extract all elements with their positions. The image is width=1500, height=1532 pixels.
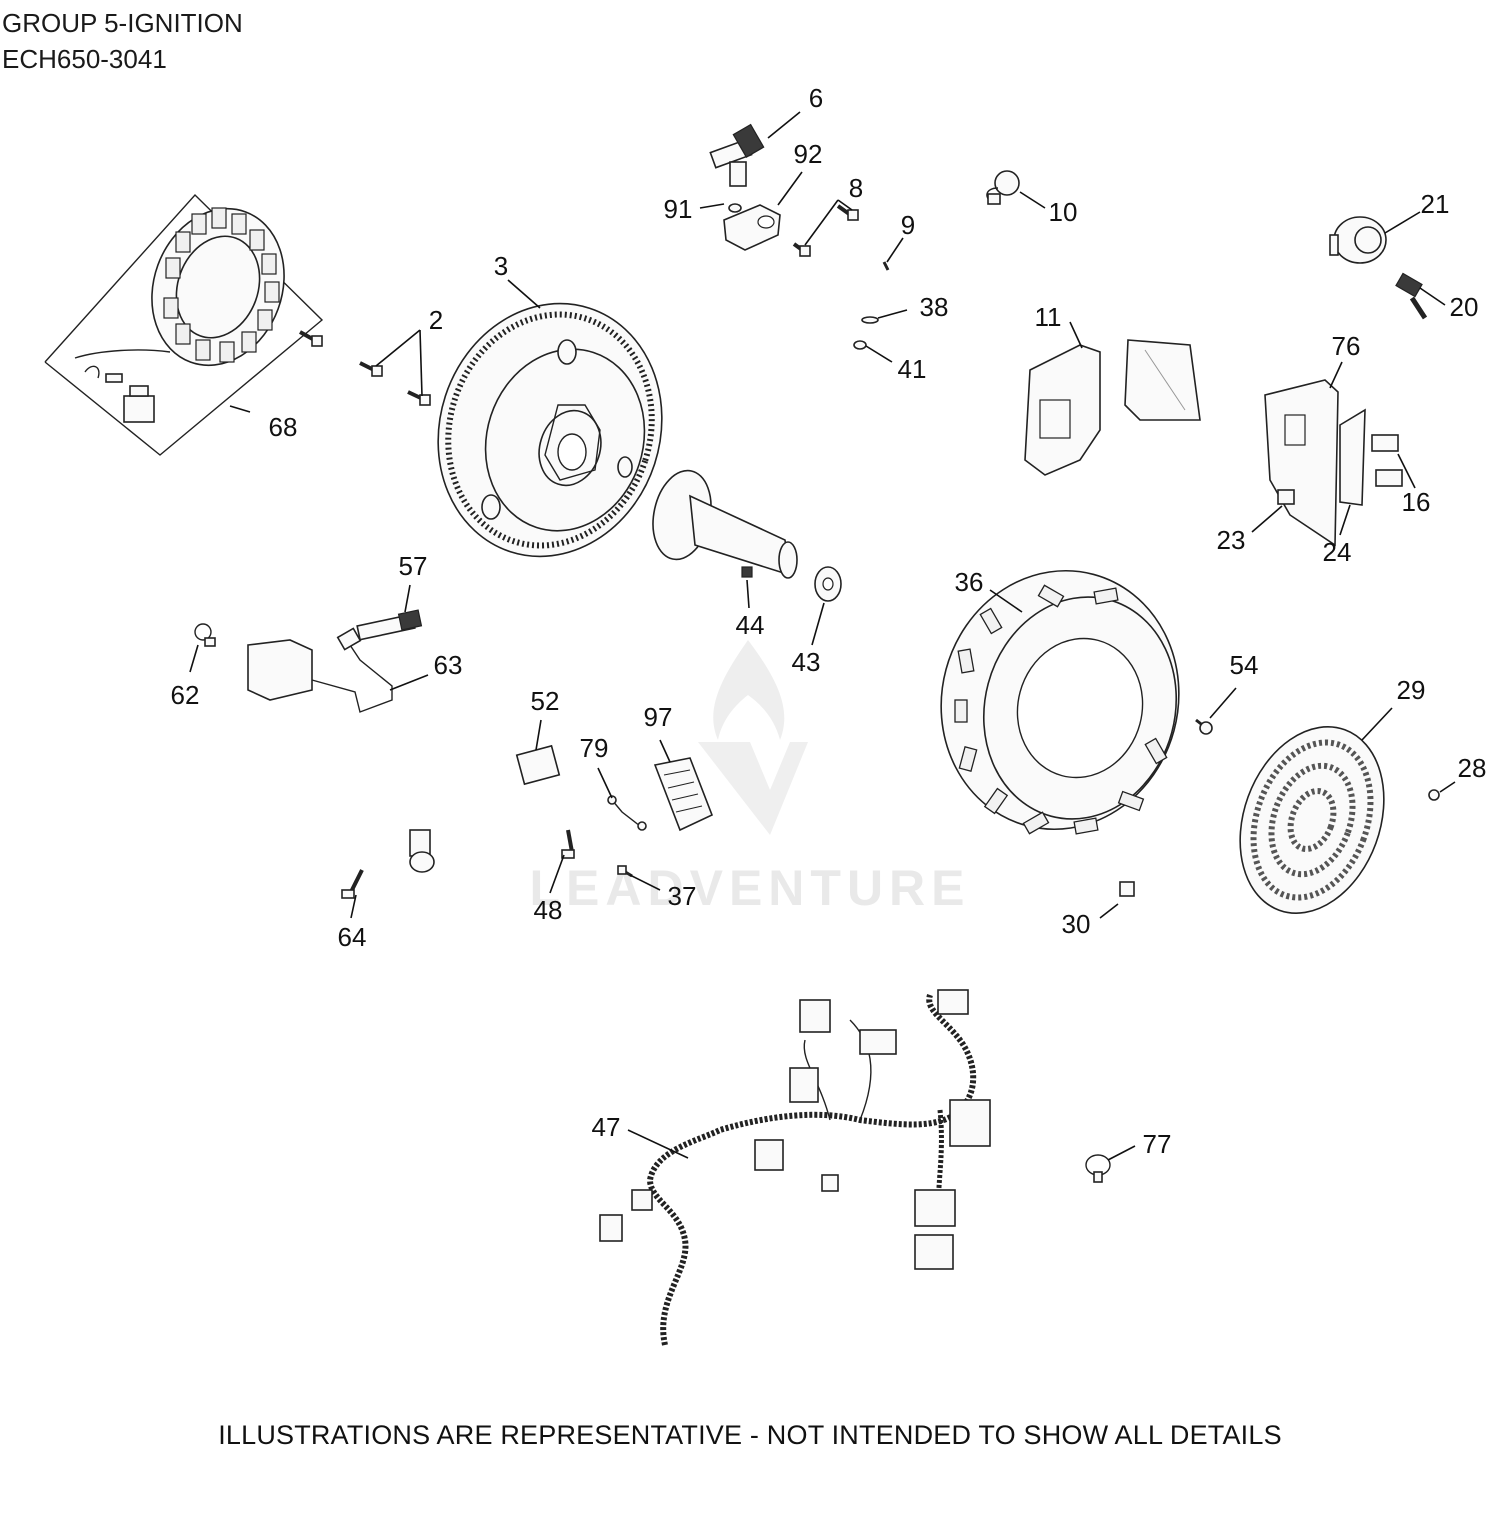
- ecu-bracket-illustration: [1024, 344, 1101, 476]
- bracket-clip-illustration: [409, 829, 435, 873]
- callout-labels: 6 92 91 8 9 10 21 20 3 2 38 41 11 76 16 …: [171, 83, 1487, 1159]
- flywheel-illustration: [437, 302, 663, 558]
- callout-28: 28: [1458, 753, 1487, 783]
- key-switch-illustration: [1329, 216, 1387, 264]
- callout-36: 36: [955, 567, 984, 597]
- callout-64: 64: [338, 922, 367, 952]
- rectifier-illustration: [653, 757, 714, 832]
- callout-6: 6: [809, 83, 823, 113]
- screw-54-illustration: [1195, 718, 1213, 735]
- pin-illustration: [882, 261, 890, 271]
- watermark-text: LEADVENTURE: [529, 860, 970, 916]
- screw-64-illustration: [341, 869, 364, 899]
- callout-8: 8: [849, 173, 863, 203]
- callout-16: 16: [1402, 487, 1431, 517]
- clip-23-illustration: [1277, 489, 1295, 505]
- callout-77: 77: [1143, 1129, 1172, 1159]
- spacer-illustration: [1119, 881, 1135, 897]
- temperature-sensor-illustration: [986, 170, 1020, 205]
- callout-57: 57: [399, 551, 428, 581]
- callout-47: 47: [592, 1112, 621, 1142]
- callout-54: 54: [1230, 650, 1259, 680]
- ecu-module-illustration: [1124, 339, 1201, 421]
- callout-76: 76: [1332, 331, 1361, 361]
- callout-43: 43: [792, 647, 821, 677]
- callout-79: 79: [580, 733, 609, 763]
- ignition-coil-illustration: [247, 627, 393, 713]
- callout-21: 21: [1421, 189, 1450, 219]
- sensor-bracket-illustration: [723, 203, 781, 251]
- clip-38-illustration: [861, 316, 879, 324]
- disclaimer-footer: ILLUSTRATIONS ARE REPRESENTATIVE - NOT I…: [218, 1420, 1282, 1450]
- shaft-illustration: [652, 469, 842, 602]
- callout-3: 3: [494, 251, 508, 281]
- ground-lead-illustration: [607, 795, 647, 831]
- indicator-light-illustration: [1371, 434, 1403, 487]
- callout-23: 23: [1217, 525, 1246, 555]
- callout-29: 29: [1397, 675, 1426, 705]
- screw-48-illustration: [561, 829, 575, 859]
- callout-97: 97: [644, 702, 673, 732]
- watermark-logo: LEADVENTURE: [529, 640, 970, 916]
- callout-10: 10: [1049, 197, 1078, 227]
- group-title: GROUP 5-IGNITION: [2, 8, 243, 38]
- callout-20: 20: [1450, 292, 1479, 322]
- screw-8-illustration: [792, 204, 859, 257]
- screw-2-illustration: [299, 330, 431, 406]
- callout-48: 48: [534, 895, 563, 925]
- callout-52: 52: [531, 686, 560, 716]
- stator-kit-illustration: [44, 193, 324, 456]
- speed-sensor-illustration: [709, 123, 765, 187]
- callout-44: 44: [736, 610, 765, 640]
- leader-lines: [189, 111, 1456, 1161]
- callout-63: 63: [434, 650, 463, 680]
- model-number: ECH650-3041: [2, 44, 167, 74]
- callout-37: 37: [668, 881, 697, 911]
- callout-41: 41: [898, 354, 927, 384]
- callout-11: 11: [1035, 302, 1062, 332]
- connector-52-illustration: [515, 744, 561, 786]
- callout-62: 62: [171, 680, 200, 710]
- callout-30: 30: [1062, 909, 1091, 939]
- key-illustration: [1395, 272, 1428, 320]
- screw-28-illustration: [1428, 789, 1440, 801]
- grass-screen-illustration: [1239, 726, 1385, 914]
- washer-41-illustration: [853, 340, 867, 350]
- panel-decal-illustration: [1339, 408, 1366, 506]
- cooling-fan-illustration: [940, 569, 1180, 835]
- callout-68: 68: [269, 412, 298, 442]
- panel-bracket-illustration: [1264, 379, 1339, 547]
- callout-92: 92: [794, 139, 823, 169]
- callout-38: 38: [920, 292, 949, 322]
- spark-plug-illustration: [356, 609, 423, 641]
- clamp-62-illustration: [194, 623, 216, 647]
- callout-9: 9: [901, 210, 915, 240]
- clamp-77-illustration: [1085, 1154, 1111, 1183]
- callout-24: 24: [1323, 537, 1352, 567]
- callout-91: 91: [664, 194, 693, 224]
- callout-2: 2: [429, 305, 443, 335]
- wiring-harness-illustration: [599, 989, 991, 1346]
